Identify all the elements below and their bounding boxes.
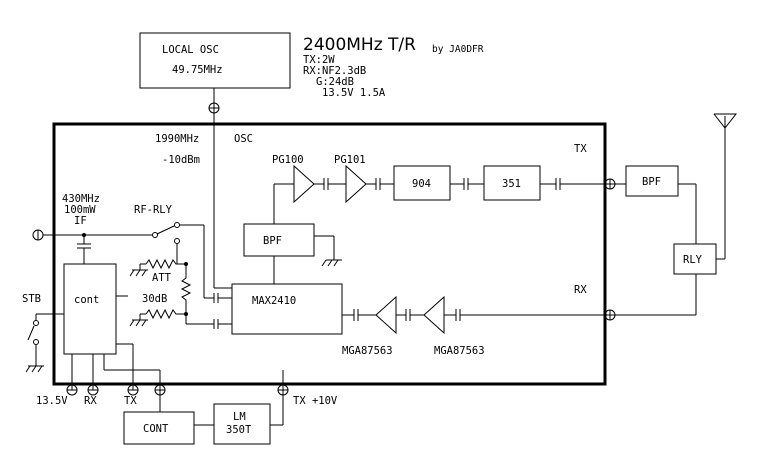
v135-label: 13.5V xyxy=(36,395,68,407)
mga87563-amplifier-2 xyxy=(423,295,445,335)
stb-label: STB xyxy=(22,293,41,305)
stb-switch xyxy=(27,325,35,341)
att-resistor-1 xyxy=(145,258,186,270)
outer-bpf-label: BPF xyxy=(642,176,661,188)
att-label: ATT xyxy=(152,272,172,284)
amp-351-label: 351 xyxy=(502,178,521,190)
tx-label: TX xyxy=(574,143,587,155)
local-osc-freq: 49.75MHz xyxy=(172,64,223,76)
amp-904-label: 904 xyxy=(412,178,431,190)
tx10v-label: TX +10V xyxy=(293,395,338,407)
osc-freq: 1990MHz xyxy=(155,133,199,145)
lm350t-box xyxy=(213,403,271,445)
max2410-box xyxy=(231,283,343,335)
cont-inner-box xyxy=(63,263,117,355)
amp-904-box xyxy=(393,165,451,201)
bottom-rx-label: RX xyxy=(84,395,97,407)
att-db-label: 30dB xyxy=(142,293,167,305)
amp-351-box xyxy=(483,165,541,201)
inner-bpf-label: BPF xyxy=(263,235,282,247)
rf-relay-contact xyxy=(152,232,158,238)
pg100-label: PG100 xyxy=(272,154,304,166)
spec-power: 13.5V 1.5A xyxy=(322,87,386,99)
local-osc-box xyxy=(139,32,291,89)
local-osc-label: LOCAL OSC xyxy=(162,44,219,56)
spec-rx: RX:NF2.3dB xyxy=(303,65,366,77)
cont-inner-label: cont xyxy=(74,294,99,306)
rf-rly-label: RF-RLY xyxy=(134,204,173,216)
antenna-icon xyxy=(713,113,738,129)
bottom-tx-label: TX xyxy=(124,395,137,407)
lm-label: LM xyxy=(233,411,246,423)
cont-outer-box xyxy=(123,411,195,445)
att-resistor-3 xyxy=(145,308,186,320)
spec-gain: G:24dB xyxy=(316,76,354,88)
pg100-amplifier xyxy=(293,164,315,204)
inner-bpf-box xyxy=(243,223,315,257)
if-label: IF xyxy=(74,215,87,227)
rly-box xyxy=(673,243,717,275)
if-power: 100mW xyxy=(64,204,96,216)
if-freq: 430MHz xyxy=(62,193,100,205)
osc-level: -10dBm xyxy=(162,154,200,166)
mga2-label: MGA87563 xyxy=(434,345,485,357)
lm-part-label: 350T xyxy=(226,424,252,436)
spec-tx: TX:2W xyxy=(303,54,335,66)
pg101-label: PG101 xyxy=(334,154,366,166)
pg101-amplifier xyxy=(345,164,367,204)
max2410-label: MAX2410 xyxy=(252,295,296,307)
mga1-label: MGA87563 xyxy=(342,345,393,357)
osc-label: OSC xyxy=(234,133,253,145)
author: by JA0DFR xyxy=(432,44,484,55)
att-resistor-2 xyxy=(180,264,192,314)
title: 2400MHz T/R xyxy=(303,35,416,55)
main-enclosure xyxy=(52,122,607,386)
mga87563-amplifier-1 xyxy=(375,295,397,335)
outer-bpf-box xyxy=(625,165,679,197)
rx-label: RX xyxy=(574,284,587,296)
rly-label: RLY xyxy=(683,254,703,266)
cont-outer-label: CONT xyxy=(143,423,169,435)
